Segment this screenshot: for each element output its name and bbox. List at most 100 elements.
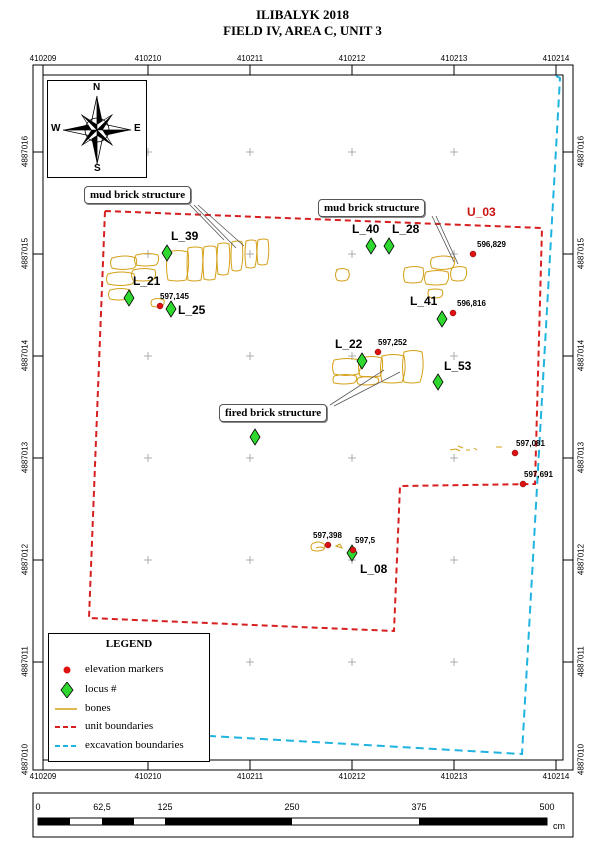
unit-label: U_03 [467, 205, 496, 219]
legend-item: unit boundaries [55, 719, 209, 735]
legend-item: elevation markers [55, 662, 209, 678]
x-tick-bottom: 410209 [29, 772, 57, 781]
y-tick-left: 4887013 [20, 441, 30, 474]
frame-ticks [33, 65, 573, 770]
compass-east: E [134, 123, 141, 134]
locus-label: L_41 [410, 294, 438, 308]
blue-dashed-line-icon [55, 745, 77, 747]
legend: LEGEND elevation markers locus # bones u… [48, 633, 210, 762]
x-tick-top: 410211 [236, 54, 264, 63]
locus-label: L_28 [392, 222, 420, 236]
map-title: ILIBALYK 2018 [255, 7, 350, 22]
compass-south: S [94, 163, 101, 174]
bones-scatter [310, 445, 502, 552]
elevation-markers [156, 250, 527, 554]
locus-label: L_40 [352, 222, 380, 236]
elevation-marker-597691 [519, 480, 527, 488]
legend-label: locus # [85, 683, 117, 695]
x-tick-bottom: 410211 [236, 772, 264, 781]
elevation-label: 597,691 [524, 470, 553, 479]
compass-west: W [51, 123, 61, 134]
y-tick-left: 4887014 [20, 339, 30, 372]
locus-label: L_25 [178, 303, 206, 317]
callout-mud-brick-left: mud brick structure [84, 186, 192, 204]
locus-marker-l40 [365, 237, 377, 255]
elevation-marker-5975 [349, 546, 357, 554]
scale-label: 0 [35, 802, 41, 812]
y-tick-right: 4887012 [576, 543, 586, 576]
map-subtitle: FIELD IV, AREA C, UNIT 3 [223, 23, 382, 38]
elevation-label: 597,081 [516, 439, 545, 448]
y-tick-right: 4887015 [576, 237, 586, 270]
callout-fired-brick: fired brick structure [219, 404, 328, 422]
elevation-label: 597,252 [378, 338, 407, 347]
callout-leaders [189, 204, 459, 407]
map-frame [32, 64, 574, 771]
fired-brick-structure [332, 350, 424, 386]
red-dashed-line-icon [55, 726, 77, 728]
legend-item: locus # [55, 682, 209, 698]
locus-marker-l28 [383, 237, 395, 255]
x-tick-top: 410213 [440, 54, 468, 63]
legend-label: unit boundaries [85, 720, 154, 732]
locus-marker-l60 [249, 428, 261, 446]
legend-title: LEGEND [105, 638, 153, 650]
x-tick-top: 410209 [29, 54, 57, 63]
locus-marker-l41 [436, 310, 448, 328]
compass-box: N S E W [47, 80, 147, 178]
y-tick-left: 4887016 [20, 135, 30, 168]
elevation-marker-596829 [469, 250, 477, 258]
y-tick-left: 4887015 [20, 237, 30, 270]
x-tick-bottom: 410210 [134, 772, 162, 781]
locus-label: L_53 [444, 359, 472, 373]
elevation-label: 596,829 [477, 240, 506, 249]
x-tick-top: 410214 [542, 54, 570, 63]
y-tick-left: 4887012 [20, 543, 30, 576]
x-tick-top: 410210 [134, 54, 162, 63]
locus-marker-l53 [432, 373, 444, 391]
map-inner-frame [42, 74, 564, 761]
x-tick-top: 410212 [338, 54, 366, 63]
y-tick-right: 4887011 [576, 646, 586, 677]
x-tick-bottom: 410212 [338, 772, 366, 781]
scale-label: 375 [411, 802, 427, 812]
legend-item: bones [55, 701, 209, 717]
elevation-marker-597145 [156, 302, 164, 310]
elevation-label: 597,145 [160, 292, 189, 301]
scale-label: 125 [157, 802, 173, 812]
elevation-marker-596816 [449, 309, 457, 317]
excavation-boundary [209, 75, 562, 756]
locus-label: L_22 [335, 337, 363, 351]
y-tick-right: 4887013 [576, 441, 586, 474]
x-tick-bottom: 410214 [542, 772, 570, 781]
x-tick-bottom: 410213 [440, 772, 468, 781]
scale-unit: cm [553, 821, 565, 831]
locus-label: L_08 [360, 562, 388, 576]
locus-markers [123, 237, 448, 562]
red-dot-icon [63, 666, 71, 674]
legend-label: elevation markers [85, 663, 164, 675]
orange-line-icon [55, 708, 77, 710]
elevation-marker-597081 [511, 449, 519, 457]
scale-bar [32, 792, 574, 838]
elevation-label: 597,398 [313, 531, 342, 540]
locus-label: L_39 [171, 229, 199, 243]
callout-mud-brick-right: mud brick structure [318, 199, 426, 217]
scale-label: 250 [284, 802, 300, 812]
locus-marker-l21 [123, 289, 135, 307]
locus-marker-l25 [165, 300, 177, 318]
green-diamond-icon [60, 682, 74, 698]
scale-label: 500 [539, 802, 555, 812]
legend-label: bones [85, 702, 111, 714]
y-tick-right: 4887010 [576, 743, 586, 776]
compass-rose-icon [62, 95, 132, 165]
compass-north: N [93, 82, 101, 93]
locus-marker-l39 [161, 244, 173, 262]
locus-label: L_21 [133, 274, 161, 288]
locus-marker-l22 [356, 352, 368, 370]
scale-label: 62,5 [93, 802, 111, 812]
y-tick-right: 4887014 [576, 339, 586, 372]
y-tick-left: 4887011 [20, 646, 30, 677]
elevation-marker-597252 [374, 348, 382, 356]
legend-item: excavation boundaries [55, 738, 209, 754]
